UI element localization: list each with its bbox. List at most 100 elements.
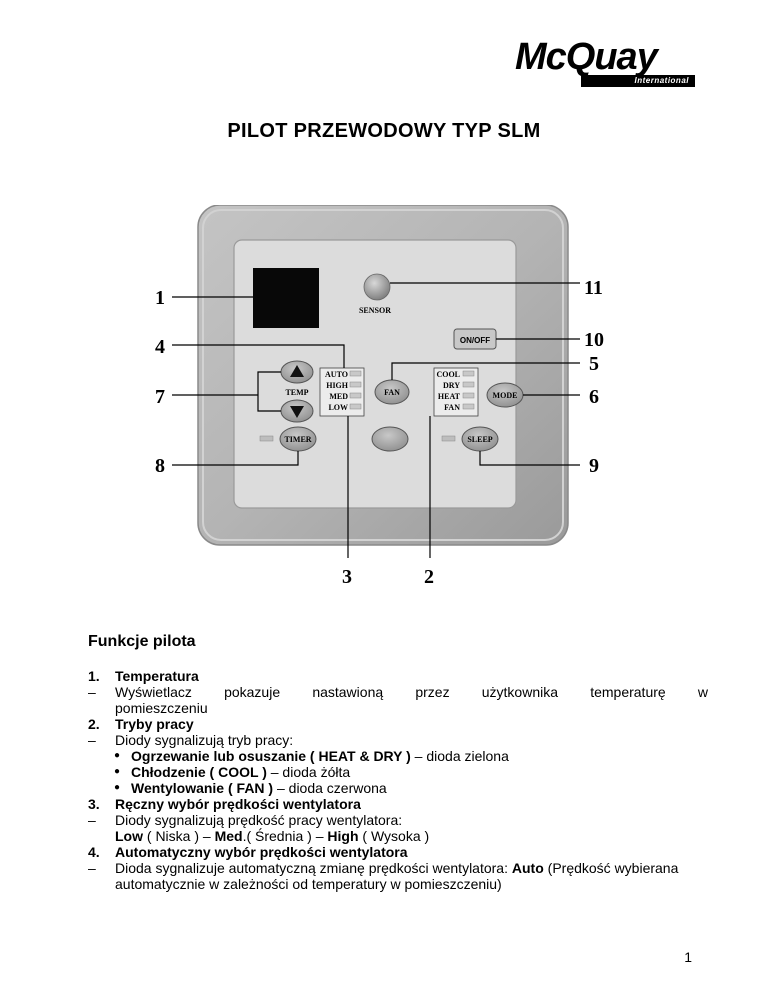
item-title: Tryby pracy xyxy=(115,716,194,732)
word: pokazuje xyxy=(224,684,281,700)
callout-9: 9 xyxy=(589,455,599,477)
bullet-text: – dioda zielona xyxy=(410,748,509,764)
list-item: 4. Automatyczny wybór prędkości wentylat… xyxy=(88,844,708,860)
item-description: – Dioda sygnalizuje automatyczną zmianę … xyxy=(88,860,708,892)
callout-6: 6 xyxy=(589,386,599,408)
functions-list: 1. Temperatura – Wyświetlacz pokazuje na… xyxy=(88,668,708,892)
bullet-item: ● Wentylowanie ( FAN ) – dioda czerwona xyxy=(88,780,708,796)
bullet-text: – dioda czerwona xyxy=(273,780,387,796)
mode-button-label: MODE xyxy=(493,391,518,400)
section-heading: Funkcje pilota xyxy=(88,633,196,650)
sleep-button-label: SLEEP xyxy=(467,435,492,444)
speed-med-pl: .( Średnia ) – xyxy=(242,828,328,844)
led-low xyxy=(349,403,362,410)
list-item: 2. Tryby pracy xyxy=(88,716,708,732)
logo-brand: McQuay xyxy=(515,36,658,78)
callout-1: 1 xyxy=(155,287,165,309)
word: użytkownika xyxy=(481,684,559,700)
list-item: 3. Ręczny wybór prędkości wentylatora xyxy=(88,796,708,812)
word: przez xyxy=(415,684,450,700)
mcquay-logo: McQuay International xyxy=(515,38,695,88)
bullet-bold: Ogrzewanie lub osuszanie ( HEAT & DRY ) xyxy=(131,748,411,764)
callout-3: 3 xyxy=(342,566,352,585)
callout-8: 8 xyxy=(155,455,165,477)
dash: – xyxy=(88,860,96,876)
bullet-bold: Chłodzenie ( COOL ) xyxy=(131,764,267,780)
leader-lines xyxy=(172,282,580,558)
line: Diody sygnalizują tryb pracy: xyxy=(115,732,294,748)
fan-button-label: FAN xyxy=(384,388,400,397)
word: Wyświetlacz xyxy=(115,684,192,700)
item-number: 2. xyxy=(88,716,100,732)
item-number: 4. xyxy=(88,844,100,860)
item-number: 3. xyxy=(88,796,100,812)
fan-speed-labels: AUTO HIGH MED LOW xyxy=(325,370,349,412)
fan-speed-high: HIGH xyxy=(326,381,349,390)
mode-heat: HEAT xyxy=(438,392,461,401)
led-cool xyxy=(462,370,475,377)
speed-low: Low xyxy=(115,828,143,844)
led-dry xyxy=(462,381,475,388)
mode-cool: COOL xyxy=(436,370,460,379)
bullet-icon: ● xyxy=(114,750,121,761)
timer-led xyxy=(259,435,274,442)
speed-low-pl: ( Niska ) – xyxy=(143,828,215,844)
bullet-bold: Wentylowanie ( FAN ) xyxy=(131,780,274,796)
item-title: Ręczny wybór prędkości wentylatora xyxy=(115,796,361,812)
mode-dry: DRY xyxy=(443,381,460,390)
dash: – xyxy=(88,684,96,700)
onoff-label: ON/OFF xyxy=(460,336,490,345)
item-description: – Diody sygnalizują prędkość pracy wenty… xyxy=(88,812,708,844)
item-title: Temperatura xyxy=(115,668,199,684)
fan-speed-low: LOW xyxy=(328,403,348,412)
callout-11: 11 xyxy=(584,277,603,299)
line: Diody sygnalizują prędkość pracy wentyla… xyxy=(115,812,403,828)
blank-button[interactable] xyxy=(371,426,409,452)
dash: – xyxy=(88,812,96,828)
item-description: – Diody sygnalizują tryb pracy: xyxy=(88,732,708,748)
logo-subtitle-bar: International xyxy=(581,75,695,87)
led-auto xyxy=(349,370,362,377)
temp-label: TEMP xyxy=(285,388,308,397)
arrow-up-icon xyxy=(290,365,304,377)
word: nastawioną xyxy=(312,684,384,700)
callout-7: 7 xyxy=(155,386,165,408)
fan-speed-med: MED xyxy=(329,392,348,401)
dash: – xyxy=(88,732,96,748)
speed-high-pl: ( Wysoka ) xyxy=(358,828,430,844)
page-number: 1 xyxy=(684,949,692,965)
paragraph: Dioda sygnalizuje automatyczną zmianę pr… xyxy=(115,860,708,892)
text-b: (Prędkość wybierana automatycznie w zale… xyxy=(115,860,679,892)
mode-fan: FAN xyxy=(444,403,460,412)
item-number: 1. xyxy=(88,668,100,684)
speed-high: High xyxy=(327,828,359,844)
fan-speed-auto: AUTO xyxy=(325,370,348,379)
led-fan xyxy=(462,403,475,410)
sensor-label: SENSOR xyxy=(359,306,391,315)
text-a: Dioda sygnalizuje automatyczną zmianę pr… xyxy=(115,860,512,876)
list-item: 1. Temperatura xyxy=(88,668,708,684)
document-title: PILOT PRZEWODOWY TYP SLM xyxy=(227,120,541,142)
bullet-icon: ● xyxy=(114,766,121,777)
led-med xyxy=(349,392,362,399)
line-justified: Wyświetlacz pokazuje nastawioną przez uż… xyxy=(115,684,708,700)
callout-5: 5 xyxy=(589,353,599,375)
led-high xyxy=(349,381,362,388)
logo-subtitle: International xyxy=(634,76,689,85)
speed-auto: Auto xyxy=(511,860,544,876)
led-heat xyxy=(462,392,475,399)
timer-button-label: TIMER xyxy=(284,435,311,444)
callout-2: 2 xyxy=(424,566,434,585)
sleep-led xyxy=(441,435,456,442)
mode-labels: COOL DRY HEAT FAN xyxy=(436,370,460,412)
speed-med: Med xyxy=(214,828,243,844)
bullet-icon: ● xyxy=(114,782,121,793)
word: temperaturę xyxy=(590,684,666,700)
bullet-item: ● Ogrzewanie lub osuszanie ( HEAT & DRY … xyxy=(88,748,708,764)
arrow-down-icon xyxy=(290,406,304,418)
callout-10: 10 xyxy=(584,329,604,351)
line: pomieszczeniu xyxy=(115,700,208,716)
item-title: Automatyczny wybór prędkości wentylatora xyxy=(115,844,408,860)
callout-4: 4 xyxy=(155,336,165,358)
item-description: – Wyświetlacz pokazuje nastawioną przez … xyxy=(88,684,708,716)
